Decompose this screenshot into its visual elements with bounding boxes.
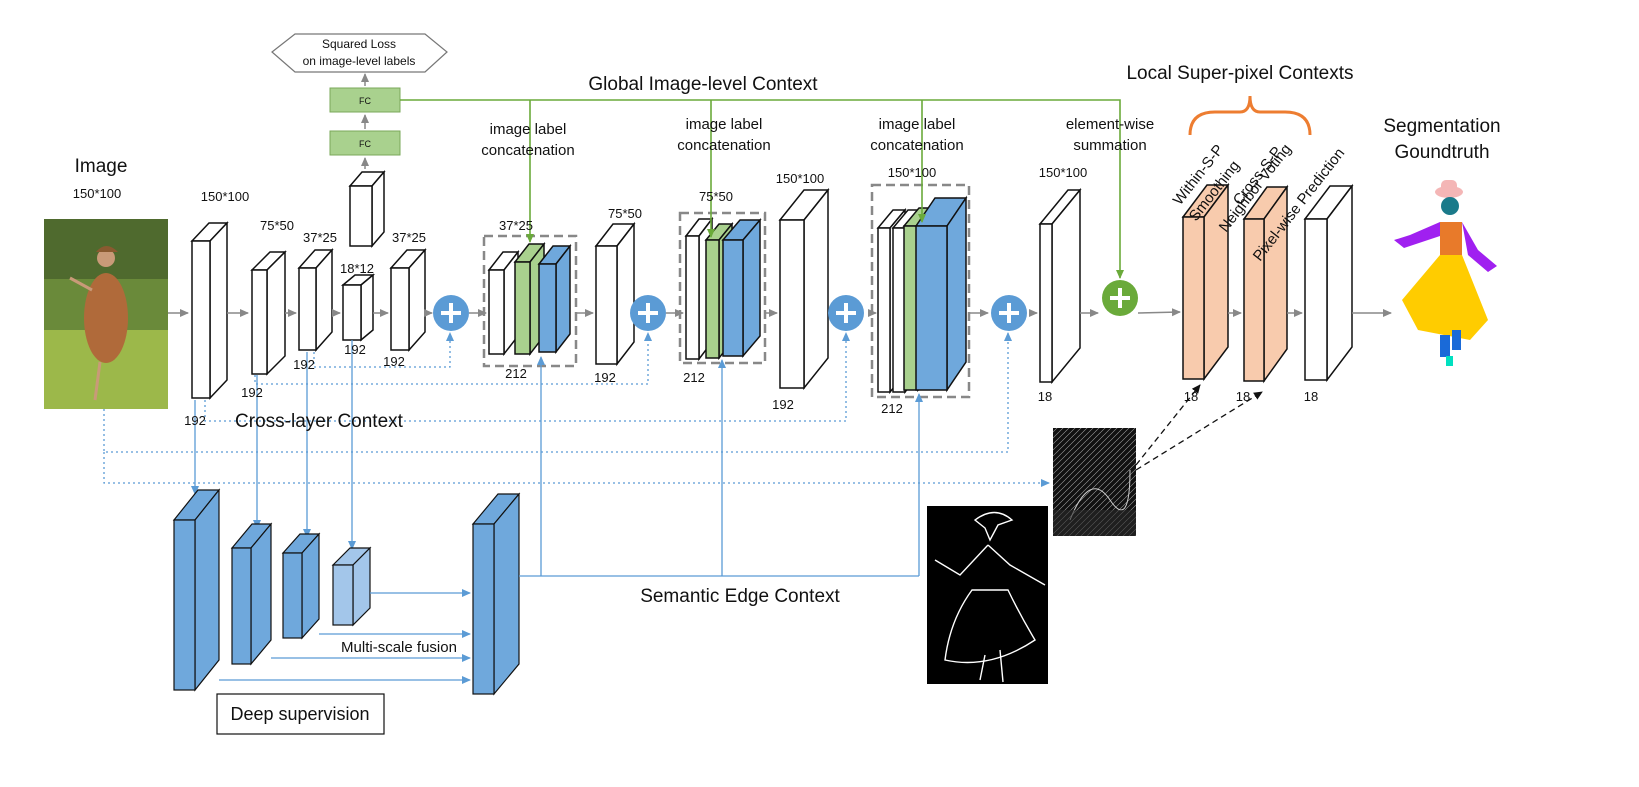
image-title: Image [75,156,128,177]
fc-label-bottom: FC [359,139,371,149]
concat-a-label-1: image label [490,121,567,138]
layer-conv2 [250,250,287,376]
layer-deconv3 [778,187,830,391]
deep-supervision-label: Deep supervision [230,704,369,724]
concat-b-label-2: concatenation [677,137,770,154]
concat-b-label-1: image label [686,116,763,133]
layer-conv4 [340,273,376,342]
deep-layer-4 [331,546,372,627]
dim-label: 75*50 [699,189,733,204]
deep-layer-1 [172,488,221,692]
deep-supervision-connectors [191,340,356,550]
channel-label: 192 [772,397,794,412]
sum-node-3 [828,295,864,331]
semantic-edge-context-lines [519,356,923,577]
layer-conv3 [297,248,334,352]
fc-label-top: FC [359,96,371,106]
channel-label: 18 [1038,389,1052,404]
squared-loss-label-1: Squared Loss [322,37,396,51]
layer-cross-sp-voting [1242,184,1289,384]
local-context-title: Local Super-pixel Contexts [1126,63,1353,84]
global-context-lines [400,99,1124,279]
cross-layer-title: Cross-layer Context [235,411,404,432]
squared-loss-label-2: on image-level labels [303,54,416,68]
channel-label: 192 [293,357,315,372]
channel-label: 192 [344,342,366,357]
dim-label: 37*25 [303,230,337,245]
fc-layer-bottom: FC [329,130,401,156]
channel-label: 192 [383,354,405,369]
channel-label: 18 [1304,389,1318,404]
concat-c-label-2: concatenation [870,137,963,154]
global-context-title: Global Image-level Context [588,74,818,95]
sum-node-global [1102,280,1138,316]
dim-label: 150*100 [776,171,824,186]
squared-loss-box: Squared Loss on image-level labels [271,33,448,73]
local-context-brace [1188,95,1312,136]
segmentation-title-1: Segmentation [1383,116,1500,137]
deep-fused-layer [471,492,521,696]
layer-within-sp-smoothing [1181,182,1230,382]
dim-label: 150*100 [888,165,936,180]
semantic-edge-image [927,506,1048,684]
sum-node-4 [991,295,1027,331]
channel-label: 192 [241,385,263,400]
layer-deconv1 [389,248,427,352]
superpixel-arrows [1135,384,1263,471]
concat-c-label-1: image label [879,116,956,133]
input-image [44,219,168,409]
image-size: 150*100 [73,186,121,201]
dim-label: 37*25 [392,230,426,245]
summation-label-2: summation [1073,137,1146,154]
segmentation-title-2: Goundtruth [1394,142,1489,163]
sum-node-2 [630,295,666,331]
deep-layer-2 [230,522,273,666]
dim-label: 75*50 [608,206,642,221]
layer-global-pool [348,169,386,249]
multi-scale-label: Multi-scale fusion [341,639,457,656]
deep-supervision-box [216,693,385,735]
concat-group-a [482,234,578,368]
segmentation-groundtruth-image [1394,180,1497,366]
concat-group-c [870,183,971,399]
cross-layer-context-lines [103,332,1050,487]
layer-pixel-prediction [1303,183,1354,383]
deep-layer-3 [281,532,321,640]
fc-layer-top: FC [329,87,401,113]
layer-deconv2 [594,221,636,367]
channel-label: 192 [184,413,206,428]
concat-a-label-2: concatenation [481,142,574,159]
channel-label: 212 [881,401,903,416]
dim-label: 37*25 [499,218,533,233]
dim-label: 150*100 [1039,165,1087,180]
channel-label: 18 [1184,389,1198,404]
summation-label-1: element-wise [1066,116,1154,133]
channel-label: 18 [1236,389,1250,404]
channel-label: 212 [505,366,527,381]
channel-label: 212 [683,370,705,385]
layer-score [1038,187,1082,385]
dim-label: 150*100 [201,189,249,204]
multi-scale-fusion-arrows [219,589,471,684]
dim-label: 18*12 [340,261,374,276]
dim-label: 75*50 [260,218,294,233]
channel-label: 192 [594,370,616,385]
sum-node-1 [433,295,469,331]
semantic-edge-title: Semantic Edge Context [640,586,840,607]
layer-conv1 [190,221,229,400]
concat-group-b [678,211,767,365]
edge-map-noisy-image [1053,428,1136,536]
